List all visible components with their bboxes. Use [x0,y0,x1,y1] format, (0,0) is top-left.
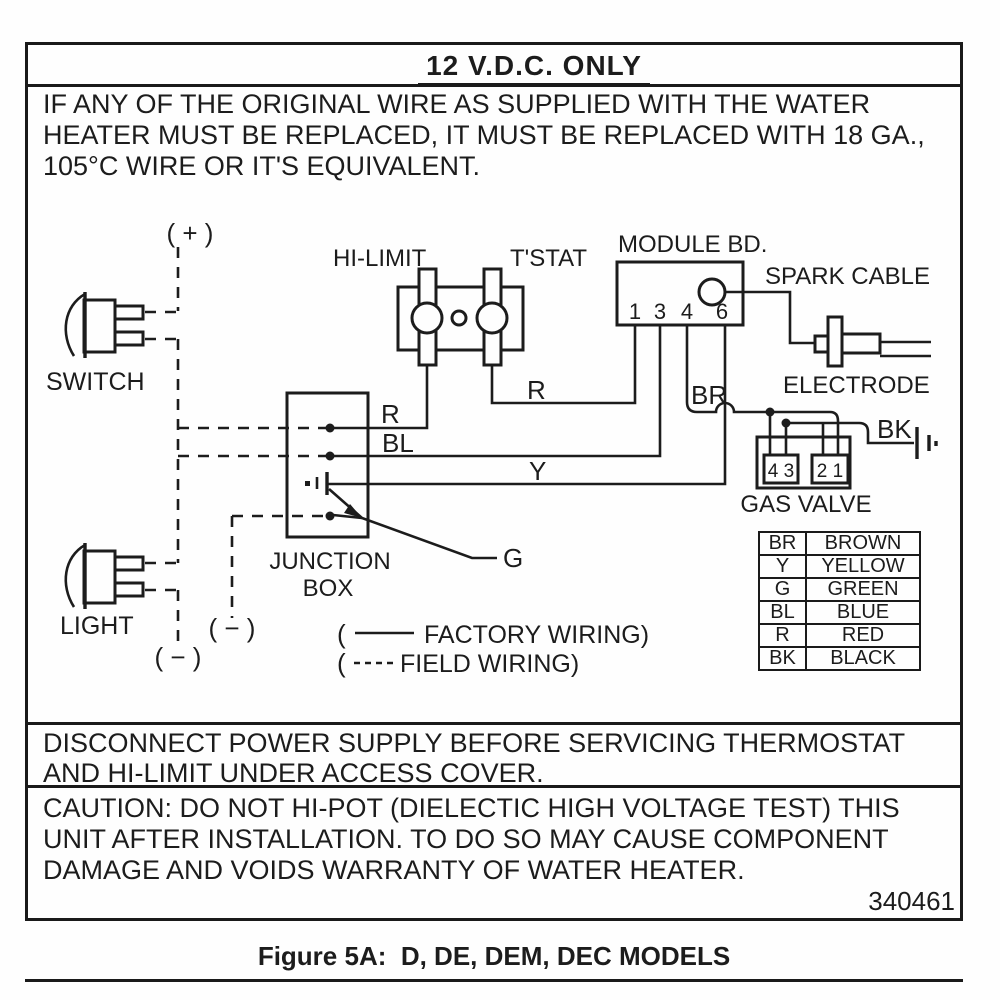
factory-wiring-solid-lines [325,290,914,521]
wire-abbr-cell: BL [758,600,807,625]
wire-abbr-cell: BR [758,531,807,556]
center-post [450,309,468,327]
wire-label-r-jbox: R [381,399,400,429]
blue-wire-jbox-to-module [330,325,662,458]
wire-abbr-cell: R [758,623,807,648]
tstat-label: T'STAT [510,245,587,272]
ground-icon [915,427,938,459]
wire-name-cell: BROWN [805,531,921,556]
wire-color-table: BR BROWN Y YELLOW G GREEN BL BLUE R RED … [758,531,921,671]
table-row: BR BROWN [758,531,921,556]
leader-arrowhead [344,504,362,518]
light-icon [64,543,145,609]
switch-icon [64,292,145,358]
wire-name-cell: RED [805,623,921,648]
red-wire-jbox-to-hilimit [330,365,429,430]
wire-name-cell: YELLOW [805,554,921,579]
module-terminal-4: 4 [681,299,693,324]
gas-valve: 4 3 2 1 [755,435,852,490]
field-wiring-dashed-lines [145,247,326,648]
caption-divider [25,979,963,982]
table-row: BL BLUE [758,600,921,625]
module-terminal-1: 1 [629,299,641,324]
wire-label-bk: BK [877,414,912,444]
table-row: BK BLACK [758,646,921,671]
light-label: LIGHT [60,612,134,640]
hi-limit-tstat-assembly [396,267,525,367]
electrode-icon [813,315,931,368]
connector-tick [305,481,310,486]
part-number: 340461 [868,886,955,916]
table-row: Y YELLOW [758,554,921,579]
junction-box-label-line1: JUNCTION [269,548,390,575]
negative-terminal-label-2: ( − ) [155,642,202,672]
section-divider [25,785,963,788]
wire-abbr-cell: G [758,577,807,602]
wire-abbr-cell: Y [758,554,807,579]
tstat-contact [475,301,509,335]
service-notice: DISCONNECT POWER SUPPLY BEFORE SERVICING… [43,728,906,788]
wire-label-br: BR [691,380,727,410]
spark-cable-label: SPARK CABLE [765,263,930,290]
negative-terminal-label-1: ( − ) [209,613,256,643]
document-border [25,42,963,921]
wire-label-r-tstat: R [527,375,546,405]
wire-label-g: G [503,543,523,573]
junction-dot [325,451,335,461]
table-row: G GREEN [758,577,921,602]
junction-dot [325,511,335,521]
gas-valve-label: GAS VALVE [740,491,871,518]
spark-cable-wire [725,290,815,345]
junction-box [285,391,497,560]
wiring-legend: ( FACTORY WIRING) ( FIELD WIRING) [337,619,649,678]
gas-valve-terminals-right: 2 1 [817,461,843,482]
black-wire-to-ground [786,421,914,445]
wire-replacement-notice: IF ANY OF THE ORIGINAL WIRE AS SUPPLIED … [43,89,925,181]
module-terminal-3: 3 [654,299,666,324]
green-wire-leader [328,488,497,560]
legend-factory-label: FACTORY WIRING) [424,621,649,649]
red-wire-tstat-to-module [490,325,637,405]
wire-name-cell: BLACK [805,646,921,671]
legend-field-label: FIELD WIRING) [400,650,579,678]
yellow-wire-jbox-to-module [327,325,727,486]
wire-label-bl: BL [382,428,414,458]
electrode-label: ELECTRODE [783,372,930,399]
figure-caption: Figure 5A: D, DE, DEM, DEC MODELS [257,941,731,971]
wire-label-y: Y [529,456,546,486]
green-wire-leader-branch [332,513,363,520]
caution-notice: CAUTION: DO NOT HI-POT (DIELECTIC HIGH V… [43,793,900,885]
section-divider [25,722,963,725]
junction-box-label-line2: BOX [303,575,354,602]
legend-factory-paren: ( [337,619,346,649]
gas-valve-terminals-left: 4 3 [768,461,794,482]
junction-dot [765,407,775,417]
junction-dot [325,423,335,433]
hi-limit-label: HI-LIMIT [333,245,427,272]
wire-name-cell: BLUE [805,600,921,625]
module-board-label: MODULE BD. [618,231,767,258]
brown-wire-module-to-gasvalve [685,325,840,455]
junction-dot [781,418,791,428]
hi-limit-contact [410,301,444,335]
module-terminal-6: 6 [716,299,728,324]
switch-label: SWITCH [46,368,145,396]
title-divider [25,84,963,87]
wire-name-cell: GREEN [805,577,921,602]
wire-abbr-cell: BK [758,646,807,671]
table-row: R RED [758,623,921,648]
legend-field-paren: ( [337,648,346,678]
positive-terminal-label: ( + ) [167,218,214,248]
